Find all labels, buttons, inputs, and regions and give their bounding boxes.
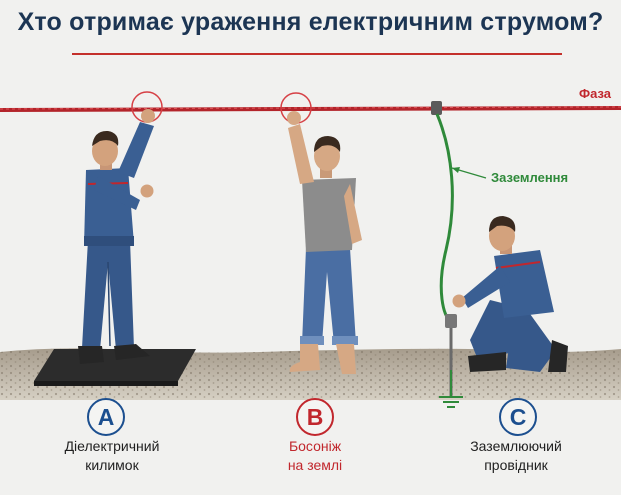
scenario-a-caption-line2: килимок: [85, 457, 139, 473]
scenario-a-letter: A: [87, 398, 125, 436]
scenario-a-caption: Діелектричний килимок: [27, 437, 197, 475]
dielectric-mat: [34, 349, 196, 386]
ground-conductor: [431, 101, 487, 408]
person-b: [287, 111, 362, 374]
phase-label: Фаза: [578, 86, 611, 101]
scenario-b-letter: B: [296, 398, 334, 436]
title-underline: [72, 53, 562, 55]
person-a: [78, 109, 155, 364]
person-c: [452, 216, 568, 372]
scenario-a-caption-line1: Діелектричний: [64, 438, 160, 454]
scenario-c-caption-line2: провідник: [484, 457, 548, 473]
ground-label: Заземлення: [491, 170, 569, 185]
scenario-b-caption: Босоніж на землі: [230, 437, 400, 475]
page-title: Хто отримає ураження електричним струмом…: [17, 8, 604, 36]
scenario-c-caption-line1: Заземлюючий: [470, 438, 562, 454]
scenario-b-caption-line1: Босоніж: [288, 438, 342, 454]
scenario-c-letter: C: [499, 398, 537, 436]
scenario-c-caption: Заземлюючий провідник: [431, 437, 601, 475]
scenario-b-caption-line2: на землі: [287, 457, 343, 473]
